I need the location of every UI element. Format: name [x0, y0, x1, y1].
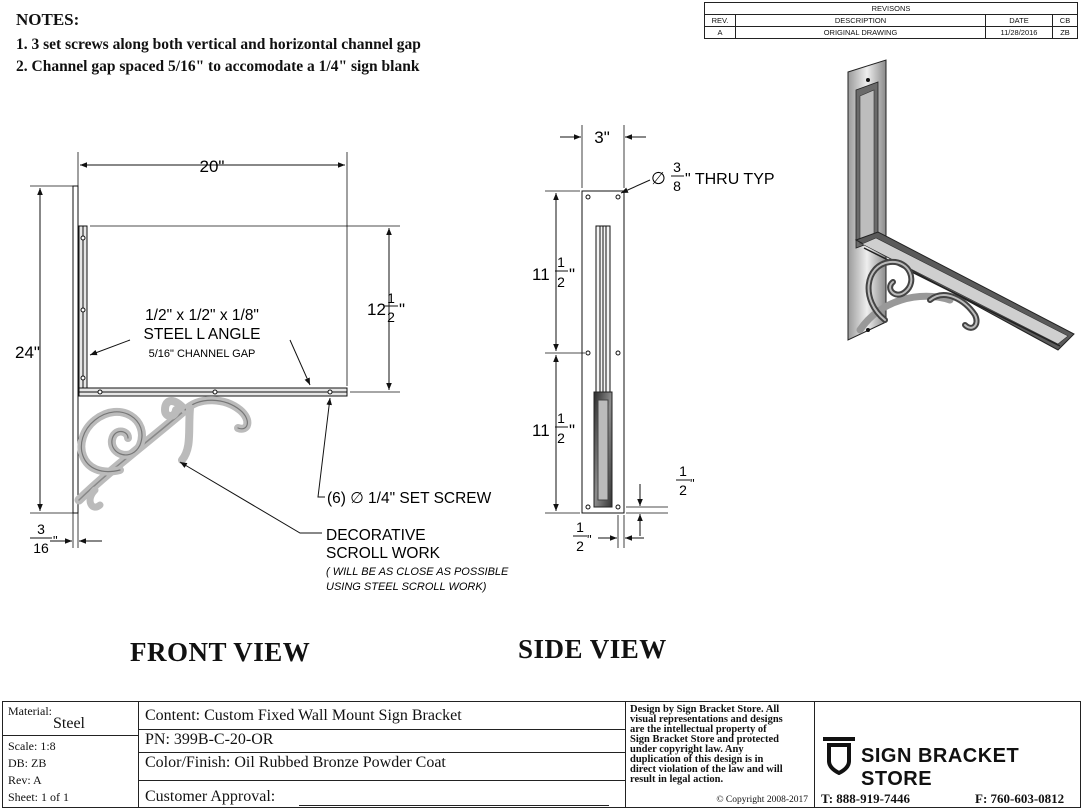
front-scroll-note-1: ( WILL BE AS CLOSE AS POSSIBLE	[326, 566, 509, 578]
svg-text:3: 3	[673, 159, 681, 175]
side-dim-edge: 1 2 "	[676, 463, 695, 498]
svg-text:∅: ∅	[651, 169, 666, 188]
front-angle-label-3: 5/16" CHANNEL GAP	[149, 348, 256, 360]
svg-text:1: 1	[557, 254, 565, 270]
front-dim-thickness: 3 16 "	[30, 521, 58, 556]
front-dim-height: 24"	[15, 343, 40, 362]
scale-text: Scale: 1:8	[8, 739, 56, 753]
drawing-canvas: 20" 24" 12 1 2 " 3 16 " 1/2" x 1/2" x 1/…	[15, 59, 1075, 593]
db-text: DB: ZB	[8, 756, 47, 770]
rev-cell-rev: A	[704, 26, 736, 39]
svg-text:": "	[53, 533, 58, 548]
rev-text: Rev: A	[8, 773, 42, 787]
copyright-text: © Copyright 2008-2017	[716, 795, 808, 805]
svg-text:" THRU TYP: " THRU TYP	[685, 171, 775, 188]
phone-number: T: 888-919-7446	[821, 791, 910, 806]
svg-text:8: 8	[673, 178, 681, 194]
note-1: 1. 3 set screws along both vertical and …	[16, 36, 421, 53]
brand-name: SIGN BRACKET STORE	[861, 745, 1020, 790]
svg-text:": "	[690, 476, 695, 491]
svg-text:": "	[569, 421, 575, 440]
svg-text:": "	[569, 265, 575, 284]
svg-text:2: 2	[557, 430, 565, 446]
front-view-title: FRONT VIEW	[130, 637, 311, 667]
material-label: Material:	[8, 704, 52, 718]
title-block: Material: Steel Scale: 1:8 DB: ZB Rev: A…	[2, 701, 1081, 808]
material-value: Steel	[53, 715, 85, 732]
svg-text:3: 3	[37, 521, 45, 537]
svg-text:1: 1	[557, 410, 565, 426]
color-finish: Color/Finish: Oil Rubbed Bronze Powder C…	[145, 754, 446, 771]
front-scroll-label-1: DECORATIVE	[326, 527, 426, 544]
rev-cell-description: ORIGINAL DRAWING	[735, 26, 986, 39]
note-2: 2. Channel gap spaced 5/16" to accomodat…	[16, 58, 420, 75]
front-dim-width: 20"	[200, 157, 225, 176]
side-hole-callout: ∅ 3 8 " THRU TYP	[651, 159, 775, 194]
svg-text:2: 2	[679, 482, 687, 498]
side-view-title: SIDE VIEW	[518, 634, 667, 664]
rev-cell-cb: ZB	[1052, 26, 1078, 39]
front-wall-plate	[72, 185, 79, 514]
svg-text:2: 2	[576, 538, 584, 554]
svg-text:1: 1	[679, 463, 687, 479]
front-scroll-label-2: SCROLL WORK	[326, 545, 441, 562]
front-scroll-note-2: USING STEEL SCROLL WORK)	[326, 581, 487, 593]
front-view	[30, 152, 400, 548]
legal-notice: Design by Sign Bracket Store. All visual…	[630, 704, 783, 785]
side-dim-upper: 11 1 2 "	[532, 254, 575, 290]
sheet-text: Sheet: 1 of 1	[8, 790, 69, 804]
svg-text:": "	[587, 532, 592, 547]
svg-text:1: 1	[387, 290, 395, 306]
customer-approval-line[interactable]	[299, 805, 609, 806]
sign-bracket-logo-icon	[823, 737, 855, 775]
fax-number: F: 760-603-0812	[975, 791, 1065, 806]
front-angle-label-2: STEEL L ANGLE	[144, 326, 261, 343]
svg-text:2: 2	[557, 274, 565, 290]
title-block-content-cell: Content: Custom Fixed Wall Mount Sign Br…	[139, 702, 626, 807]
title-block-material-cell: Material: Steel Scale: 1:8 DB: ZB Rev: A…	[3, 702, 139, 807]
customer-approval-label: Customer Approval:	[145, 788, 276, 805]
revisions-table: REVISONS REV. DESCRIPTION DATE CB A ORIG…	[704, 2, 1078, 39]
front-scroll-work	[74, 396, 252, 511]
svg-text:2: 2	[387, 309, 395, 325]
side-dim-lower: 11 1 2 "	[532, 410, 575, 446]
title-block-brand-cell: SIGN BRACKET STORE T: 888-919-7446 F: 76…	[815, 702, 1080, 807]
svg-text:16: 16	[33, 540, 49, 556]
svg-text:11: 11	[532, 421, 550, 440]
side-dim-bottom: 1 2 "	[573, 519, 592, 554]
content-text: Content: Custom Fixed Wall Mount Sign Br…	[145, 707, 462, 724]
notes-title: NOTES:	[16, 10, 80, 29]
svg-text:": "	[399, 300, 405, 319]
svg-text:11: 11	[532, 265, 550, 284]
isometric-render	[847, 59, 1075, 351]
svg-text:12: 12	[367, 300, 386, 319]
revision-row: A ORIGINAL DRAWING 11/28/2016 ZB	[704, 26, 1078, 39]
side-dim-width: 3"	[594, 128, 610, 147]
front-angle-label-1: 1/2" x 1/2" x 1/8"	[145, 307, 259, 324]
front-set-screw-label: (6) ∅ 1/4" SET SCREW	[327, 490, 492, 507]
front-dim-inner-height: 12 1 2 "	[367, 290, 405, 325]
side-view	[545, 125, 668, 548]
svg-text:1: 1	[576, 519, 584, 535]
part-number: PN: 399B-C-20-OR	[145, 731, 274, 748]
title-block-legal-cell: Design by Sign Bracket Store. All visual…	[626, 702, 815, 807]
